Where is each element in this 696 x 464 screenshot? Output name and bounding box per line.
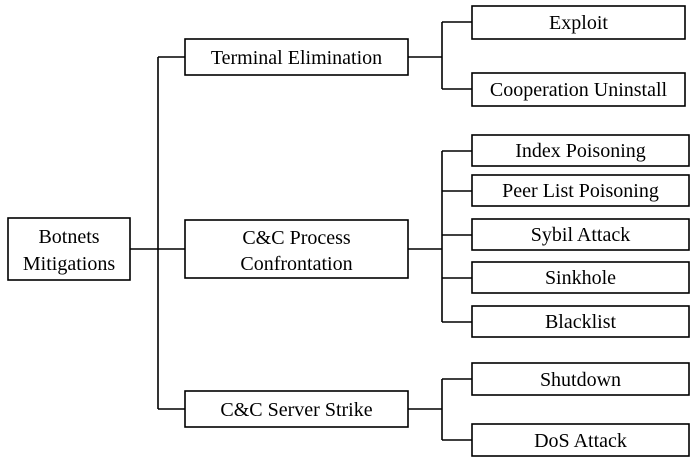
leaf-node-sinkhole: Sinkhole bbox=[471, 261, 690, 294]
leaf-node-shutdown: Shutdown bbox=[471, 362, 690, 396]
category-label: C&C Server Strike bbox=[220, 399, 372, 421]
root-label-line-2: Mitigations bbox=[23, 253, 115, 275]
category-node-cc-process-confrontation: C&C Process Confrontation bbox=[184, 219, 409, 279]
leaf-label: Shutdown bbox=[540, 369, 621, 391]
leaf-label: DoS Attack bbox=[534, 430, 627, 452]
leaf-label: Blacklist bbox=[545, 311, 617, 333]
category-label-line-2: Confrontation bbox=[240, 253, 352, 275]
leaf-node-dos-attack: DoS Attack bbox=[471, 423, 690, 457]
leaf-label: Exploit bbox=[549, 12, 608, 34]
category-node-terminal-elimination: Terminal Elimination bbox=[184, 38, 409, 76]
leaf-label: Sinkhole bbox=[545, 267, 616, 289]
category-label-line-1: C&C Process bbox=[242, 227, 351, 249]
leaf-label: Cooperation Uninstall bbox=[490, 79, 668, 101]
leaf-label: Sybil Attack bbox=[531, 224, 630, 246]
leaf-label: Index Poisoning bbox=[515, 140, 646, 162]
leaf-node-index-poisoning: Index Poisoning bbox=[471, 134, 690, 167]
leaf-node-peer-list-poisoning: Peer List Poisoning bbox=[471, 174, 690, 207]
category-label: Terminal Elimination bbox=[211, 47, 382, 69]
leaf-node-blacklist: Blacklist bbox=[471, 305, 690, 338]
root-label-line-1: Botnets bbox=[38, 226, 99, 248]
category-node-cc-server-strike: C&C Server Strike bbox=[184, 390, 409, 428]
connectors bbox=[130, 21, 472, 441]
leaf-node-exploit: Exploit bbox=[471, 5, 686, 40]
root-node: Botnets Mitigations bbox=[7, 217, 131, 281]
leaf-label: Peer List Poisoning bbox=[502, 180, 659, 202]
leaf-node-sybil-attack: Sybil Attack bbox=[471, 218, 690, 251]
leaf-node-cooperation-uninstall: Cooperation Uninstall bbox=[471, 72, 686, 107]
